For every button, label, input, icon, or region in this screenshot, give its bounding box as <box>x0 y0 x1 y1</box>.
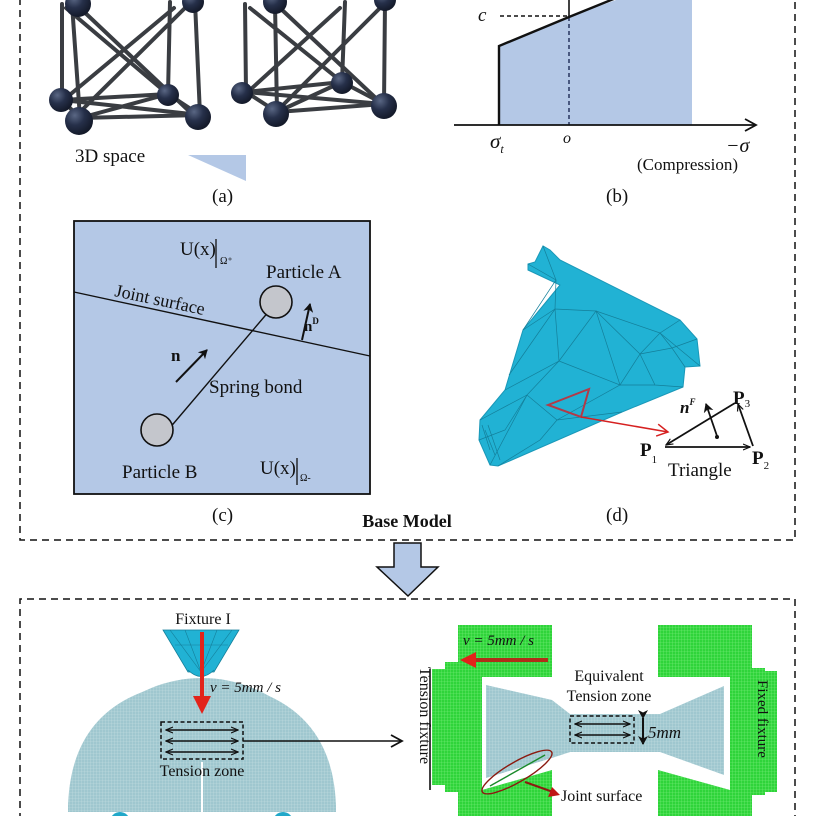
normal-nd-label: nD <box>304 316 319 335</box>
atom <box>49 88 73 112</box>
joint-surface-line <box>73 291 371 357</box>
tick-label-sigma-t: σt <box>490 129 504 156</box>
width-label: 5mm <box>648 723 681 742</box>
semicircular-bend-test: Fixture I v = 5mm / s Tension zone <box>68 611 404 816</box>
zoom-arrow <box>580 416 670 437</box>
caption-b: (b) <box>606 186 628 207</box>
vertex-p2-label: P2 <box>752 448 769 472</box>
atom <box>331 72 353 94</box>
decorative-wedge <box>188 155 246 181</box>
field-upper-sub: Ω⁺ <box>220 256 233 267</box>
spring-bond-label: Spring bond <box>209 377 303 398</box>
tension-zone-label: Tension zone <box>160 763 245 780</box>
atom <box>65 0 91 17</box>
atom <box>157 84 179 106</box>
panel-c-joint-model: U(x) Ω⁺ Particle A Joint surface nD n Sp… <box>73 220 371 526</box>
edge-p3-p1 <box>666 402 736 445</box>
atom <box>263 101 289 127</box>
particle-b <box>140 413 174 447</box>
joint-model-box <box>73 220 371 495</box>
highlighted-triangle <box>545 387 591 419</box>
joint-surface-ellipse <box>481 749 553 795</box>
equivalent-label-2: Tension zone <box>567 688 652 705</box>
x-axis-sublabel: (Compression) <box>637 155 738 174</box>
caption-c: (c) <box>212 505 233 526</box>
mesh-block <box>478 245 701 467</box>
velocity-label-left: v = 5mm / s <box>210 680 281 696</box>
direct-tension-test: v = 5mm / s Tension fixture Fixed fixtur… <box>416 625 777 816</box>
atom <box>374 0 396 11</box>
atom <box>371 93 397 119</box>
triangle-label: Triangle <box>668 460 732 481</box>
normal-nd-arrow <box>301 303 314 341</box>
vertex-p1-label: P1 <box>640 440 657 466</box>
triangle-centroid <box>715 435 719 439</box>
joint-surface-label: Joint surface <box>561 788 642 805</box>
atom <box>182 0 204 13</box>
field-lower-label: U(x) <box>260 458 296 479</box>
vertex-p3-label: P3 <box>733 388 751 410</box>
tick-label-c: c <box>478 5 487 26</box>
envelope-curve <box>497 0 615 125</box>
support-roller-right <box>275 812 291 816</box>
normal-nf-label: nF <box>680 397 695 417</box>
atom <box>185 104 211 130</box>
caption-d: (d) <box>606 505 628 526</box>
fixed-fixture-label: Fixed fixture <box>754 680 770 758</box>
fixture-i-label: Fixture I <box>175 611 231 628</box>
atom <box>65 107 93 135</box>
x-axis-label: −σ <box>726 135 750 157</box>
base-model-title: Base Model <box>362 511 452 531</box>
test-model-frame <box>19 598 796 816</box>
particle-b-label: Particle B <box>122 462 197 483</box>
mesh-edges <box>478 245 701 467</box>
lattice-cube-left <box>60 0 202 120</box>
panel-a-lattice: 3D space (a) <box>49 0 397 207</box>
label-3d-space: 3D space <box>75 146 145 167</box>
particle-a <box>259 285 293 319</box>
edge-p2-p3 <box>738 404 754 447</box>
base-model-frame <box>19 0 796 541</box>
panel-d-mesh-block: nF P3 P1 P2 Triangle (d) <box>478 245 769 526</box>
tension-fixture-label: Tension fixture <box>416 667 433 764</box>
field-upper-label: U(x) <box>180 239 216 260</box>
joint-surface-pointer <box>524 781 554 793</box>
equivalent-label-1: Equivalent <box>574 668 644 685</box>
equivalent-tension-arrows <box>575 724 630 735</box>
support-roller-left <box>112 812 128 816</box>
particle-a-label: Particle A <box>266 262 342 283</box>
atom <box>231 82 253 104</box>
panel-b-envelope: c σt o −σ (Compression) (b) <box>454 0 758 207</box>
tension-arrows <box>166 730 238 752</box>
caption-a: (a) <box>212 186 233 207</box>
velocity-label-right: v = 5mm / s <box>463 633 534 649</box>
lattice-cube-right <box>243 0 387 114</box>
atom <box>263 0 287 14</box>
lattice-atoms-right <box>231 0 397 127</box>
normal-n-arrow <box>175 349 208 383</box>
spring-bond-line <box>167 309 271 431</box>
origin-label: o <box>563 130 571 147</box>
lattice-atoms-left <box>49 0 211 135</box>
normal-n-label: n <box>171 346 181 365</box>
flow-down-arrow <box>375 542 440 598</box>
normal-nf-arrow <box>703 403 718 437</box>
field-lower-sub: Ω- <box>300 473 311 484</box>
